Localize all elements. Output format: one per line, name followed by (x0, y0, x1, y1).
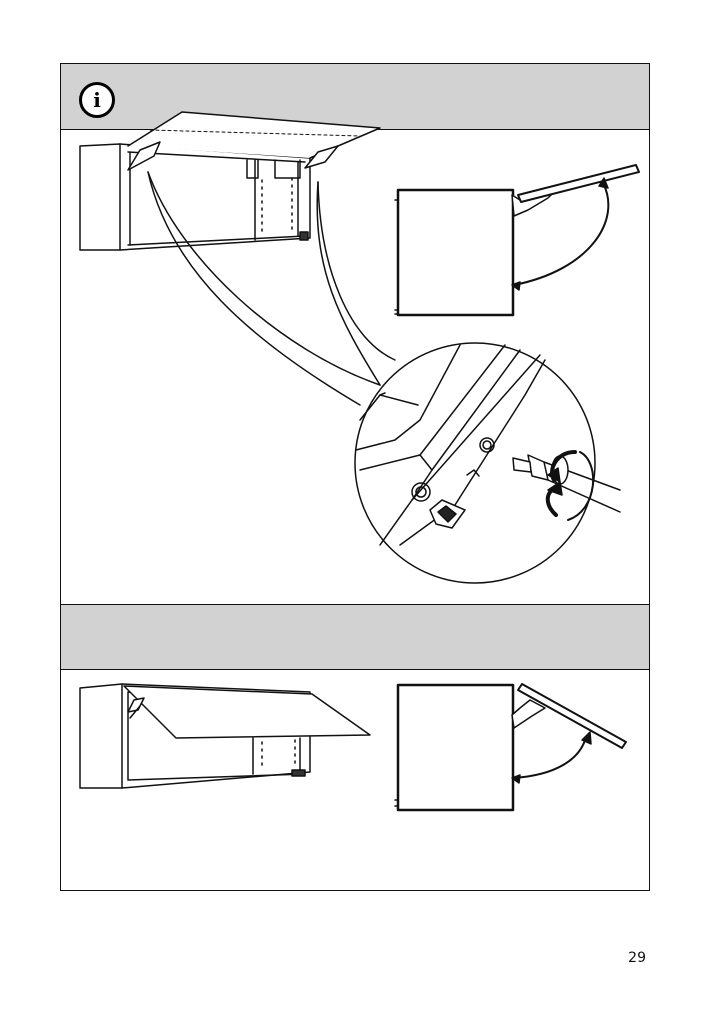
hinge-detail-circle (354, 342, 596, 584)
side-view-open-door (394, 164, 640, 317)
cabinet-closing-door-drawing (79, 683, 371, 789)
cabinet-open-door-drawing (79, 111, 381, 251)
instruction-frame: i (60, 63, 650, 891)
zoom-leader-lines (147, 171, 396, 406)
page-number: 29 (628, 950, 646, 966)
screwdriver-drawing (512, 450, 621, 521)
side-view-closing-door (394, 683, 627, 812)
info-icon: i (79, 82, 115, 118)
step-2-header-band (61, 604, 649, 670)
info-icon-glyph: i (93, 88, 101, 112)
